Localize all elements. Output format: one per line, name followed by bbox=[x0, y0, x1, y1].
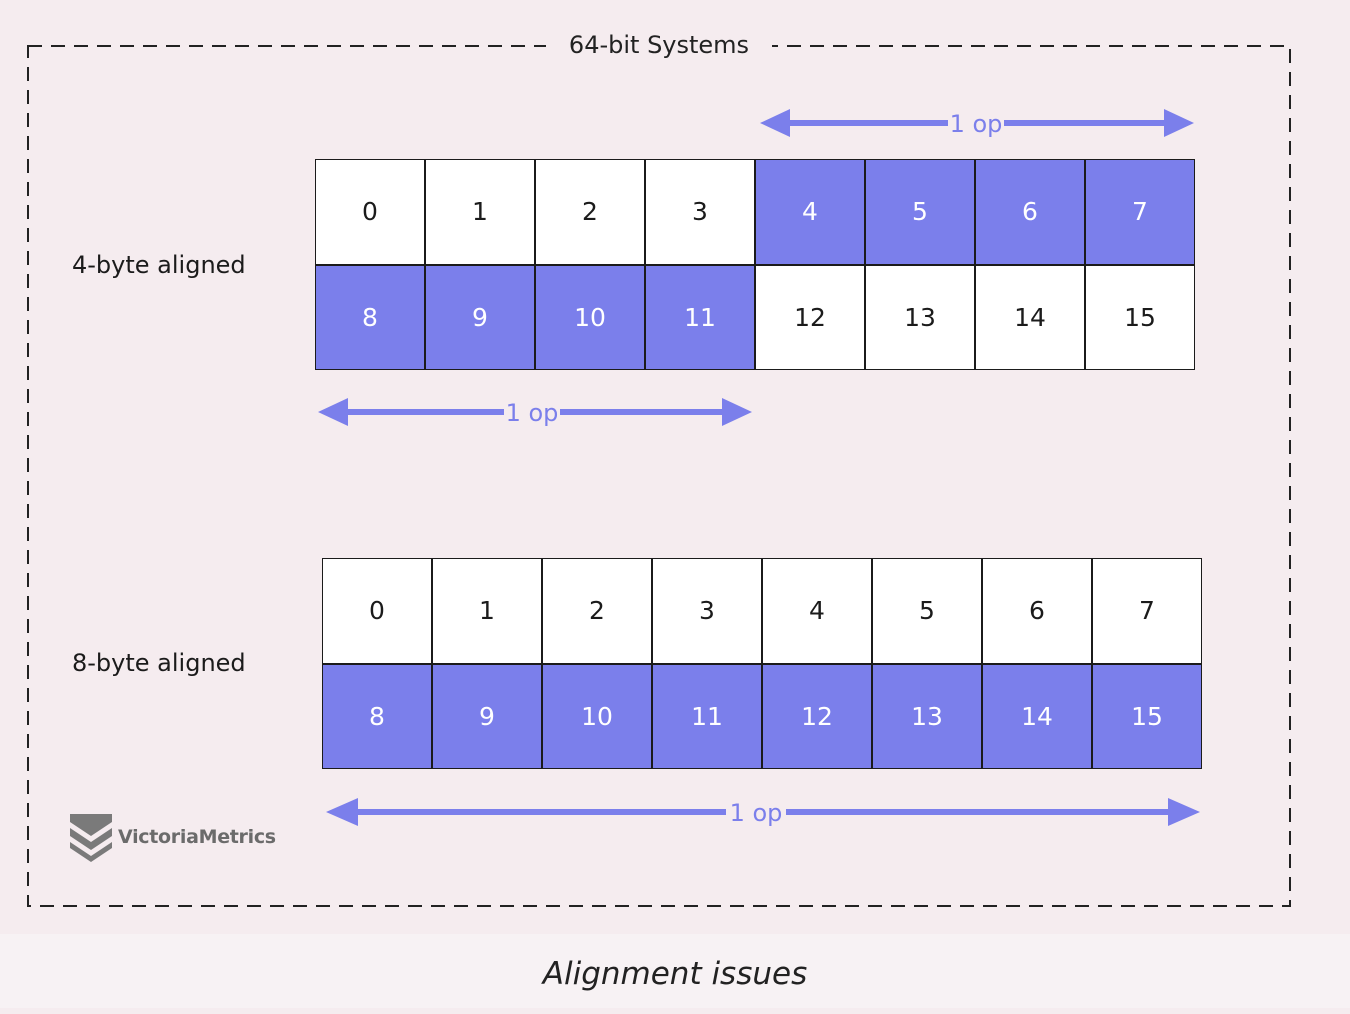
label-8-byte-aligned: 8-byte aligned bbox=[72, 649, 246, 677]
byte-cell: 14 bbox=[983, 664, 1091, 768]
byte-cell: 15 bbox=[1093, 664, 1201, 768]
byte-cell: 3 bbox=[653, 559, 761, 663]
byte-cell: 8 bbox=[323, 664, 431, 768]
byte-cell: 13 bbox=[866, 265, 974, 369]
byte-cell: 4 bbox=[763, 559, 871, 663]
byte-cell: 9 bbox=[426, 265, 534, 369]
caption: Alignment issues bbox=[0, 934, 1350, 1008]
byte-cell: 7 bbox=[1093, 559, 1201, 663]
byte-cell: 6 bbox=[983, 559, 1091, 663]
byte-cell: 5 bbox=[866, 160, 974, 264]
op-label: 1 op bbox=[506, 399, 559, 427]
byte-cell: 1 bbox=[426, 160, 534, 264]
byte-cell: 11 bbox=[653, 664, 761, 768]
byte-cell: 8 bbox=[316, 265, 424, 369]
frame-title: 64-bit Systems bbox=[546, 28, 772, 62]
op-arrow-top: 1 op bbox=[760, 108, 1194, 138]
op-label: 1 op bbox=[730, 799, 783, 827]
byte-cell: 14 bbox=[976, 265, 1084, 369]
byte-cell: 0 bbox=[316, 160, 424, 264]
byte-cell: 0 bbox=[323, 559, 431, 663]
byte-cell: 10 bbox=[536, 265, 644, 369]
byte-cell: 4 bbox=[756, 160, 864, 264]
victoriametrics-logo-icon bbox=[70, 814, 112, 862]
byte-cell: 12 bbox=[756, 265, 864, 369]
byte-cell: 6 bbox=[976, 160, 1084, 264]
op-arrow-bottom: 1 op bbox=[318, 397, 752, 427]
byte-cell: 15 bbox=[1086, 265, 1194, 369]
byte-cell: 11 bbox=[646, 265, 754, 369]
byte-cell: 13 bbox=[873, 664, 981, 768]
byte-cell: 2 bbox=[536, 160, 644, 264]
byte-cell: 1 bbox=[433, 559, 541, 663]
byte-cell: 10 bbox=[543, 664, 651, 768]
byte-cell: 3 bbox=[646, 160, 754, 264]
op-label: 1 op bbox=[950, 110, 1003, 138]
byte-cell: 9 bbox=[433, 664, 541, 768]
logo-text: VictoriaMetrics bbox=[118, 826, 276, 848]
byte-cell: 5 bbox=[873, 559, 981, 663]
byte-cell: 7 bbox=[1086, 160, 1194, 264]
byte-cell: 12 bbox=[763, 664, 871, 768]
logo: VictoriaMetrics bbox=[68, 812, 276, 862]
byte-cell: 2 bbox=[543, 559, 651, 663]
label-4-byte-aligned: 4-byte aligned bbox=[72, 251, 246, 279]
op-arrow-full: 1 op bbox=[326, 797, 1200, 827]
